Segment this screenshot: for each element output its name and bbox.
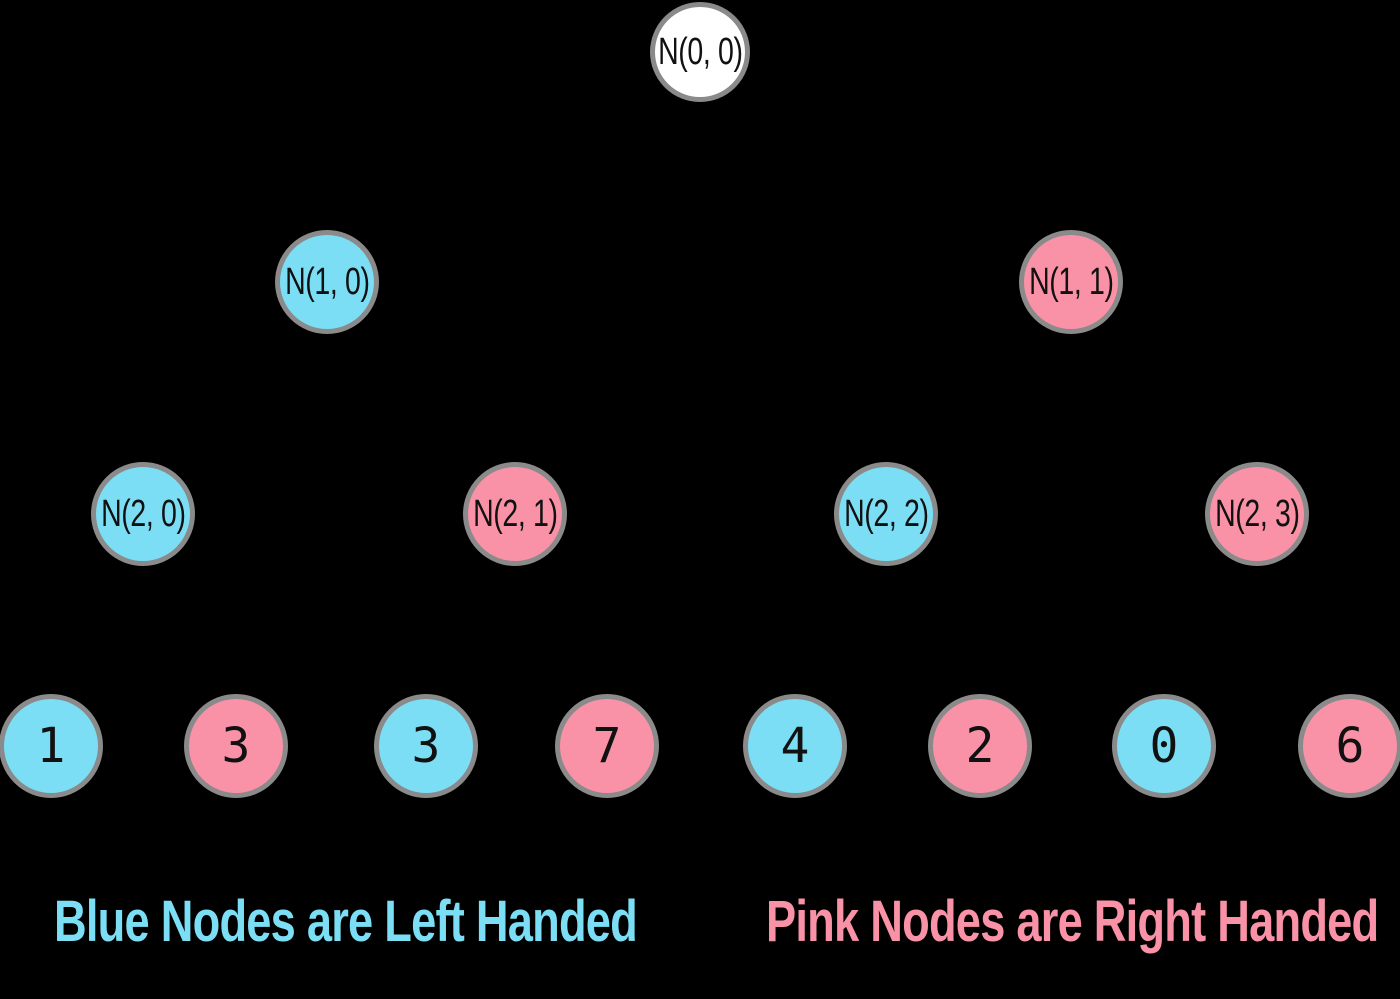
tree-node-2-3: N(2, 3)	[1205, 462, 1309, 566]
leaf-node-7: 6	[1298, 694, 1400, 798]
leaf-value: 6	[1335, 718, 1365, 774]
leaf-node-5: 2	[928, 694, 1032, 798]
leaf-value: 7	[592, 718, 622, 774]
leaf-value: 3	[221, 718, 251, 774]
leaf-value: 2	[965, 718, 995, 774]
caption-right-handed: Pink Nodes are Right Handed	[766, 889, 1379, 954]
caption-left-handed: Blue Nodes are Left Handed	[54, 889, 638, 954]
tree-node-2-0: N(2, 0)	[91, 462, 195, 566]
node-label: N(2, 2)	[843, 492, 929, 535]
node-label: N(2, 3)	[1214, 492, 1300, 535]
node-label: N(1, 1)	[1028, 260, 1114, 303]
leaf-value: 3	[411, 718, 441, 774]
leaf-node-1: 3	[184, 694, 288, 798]
leaf-node-3: 7	[555, 694, 659, 798]
leaf-node-6: 0	[1112, 694, 1216, 798]
tree-node-2-1: N(2, 1)	[463, 462, 567, 566]
leaf-value: 0	[1149, 718, 1179, 774]
node-label: N(0, 0)	[657, 30, 743, 73]
leaf-node-4: 4	[743, 694, 847, 798]
leaf-value: 4	[780, 718, 810, 774]
tree-node-2-2: N(2, 2)	[834, 462, 938, 566]
leaf-value: 1	[36, 718, 66, 774]
tree-node-1-1: N(1, 1)	[1019, 230, 1123, 334]
leaf-node-0: 1	[0, 694, 103, 798]
tree-node-root: N(0, 0)	[650, 2, 750, 102]
tree-node-1-0: N(1, 0)	[275, 230, 379, 334]
leaf-node-2: 3	[374, 694, 478, 798]
node-label: N(2, 0)	[100, 492, 186, 535]
node-label: N(1, 0)	[284, 260, 370, 303]
node-label: N(2, 1)	[472, 492, 558, 535]
